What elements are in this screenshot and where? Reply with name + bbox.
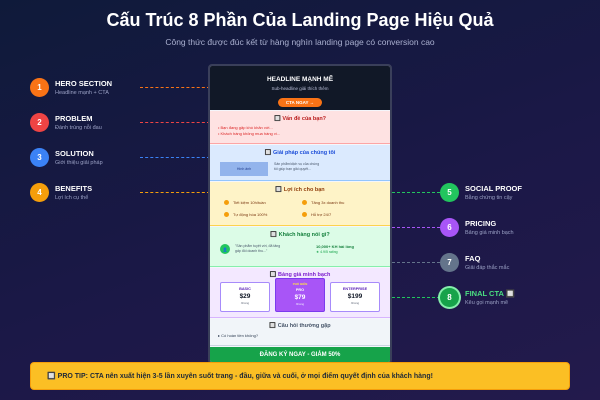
benefits-title: 🔲 Lợi ích cho bạn [275,187,325,193]
step-number-badge: 7 [440,253,459,272]
benefit-dot-icon [224,212,229,217]
mockup-benefits: 🔲 Lợi ích cho bạn Tiết kiệm 10h/tuần Tăn… [210,182,390,226]
customer-count: 10,000+ KH hài lòng [316,244,354,249]
plan-unit: /tháng [240,301,250,305]
step-desc: Giới thiệu giải pháp [55,160,103,166]
benefit-label: Hỗ trợ 24/7 [311,212,332,217]
solution-text-line: tôi giúp bạn giải quyết... [274,166,311,171]
faq-title: 🔲 Câu hỏi thường gặp [269,323,331,329]
step-name: FINAL CTA 🔲 [465,289,516,298]
benefit-item: Tiết kiệm 10h/tuần [224,200,266,205]
step-solution: 3 SOLUTION Giới thiệu giải pháp [30,148,103,167]
avatar: 👤 [220,244,230,254]
mockup-final-cta-button[interactable]: ĐĂNG KÝ NGAY - GIẢM 50% [210,347,390,362]
step-desc: Giải đáp thắc mắc [465,265,510,271]
connector-line [392,192,440,193]
pricing-title: 🔲 Bảng giá minh bạch [269,272,331,278]
mockup-solution: 🔲 Giải pháp của chúng tôi Hình ảnh Sản p… [210,145,390,181]
step-faq: 7 FAQ Giải đáp thắc mắc [440,253,509,272]
step-name: BENEFITS [55,184,93,193]
connector-line [140,192,210,193]
benefit-dot-icon [224,200,229,205]
step-name: FAQ [465,254,481,263]
benefit-item: Hỗ trợ 24/7 [302,212,331,217]
pro-tip-banner: 🔲 PRO TIP: CTA nên xuất hiện 3-5 lần xuy… [30,362,570,390]
testimonial-line: "Sản phẩm tuyệt vời, đã tăng [235,244,281,248]
page-title: Cấu Trúc 8 Phần Của Landing Page Hiệu Qu… [106,10,494,30]
social-title: 🔲 Khách hàng nói gì? [270,232,330,238]
connector-line [140,87,210,88]
connector-line [140,122,210,123]
solution-text: Sản phẩm/dịch vụ của chúng tôi giúp bạn … [274,162,319,172]
step-number-badge: 6 [440,218,459,237]
benefit-label: Tự động hóa 100% [233,212,268,217]
step-benefits: 4 BENEFITS Lợi ích cụ thể [30,183,92,202]
solution-title: 🔲 Giải pháp của chúng tôi [264,150,336,156]
benefit-dot-icon [302,212,307,217]
plan-price: $199 [347,293,363,300]
mockup-hero: HEADLINE MẠNH MẼ Sub-headline giải thích… [210,66,390,110]
rating: ★ 4.9/5 rating [316,250,338,254]
benefit-item: Tăng 3x doanh thu [302,200,344,205]
step-desc: Lợi ích cụ thể [55,195,89,201]
benefit-label: Tiết kiệm 10h/tuần [233,200,266,205]
step-name: PROBLEM [55,114,93,123]
plan-unit: /tháng [295,302,305,306]
step-number-badge: 8 [440,288,459,307]
step-desc: Kêu gọi mạnh mẽ [465,300,509,306]
problem-line: • Bạn đang gặp khó khăn với... [218,125,273,130]
step-desc: Bảng giá minh bạch [465,230,514,236]
landing-page-mockup: HEADLINE MẠNH MẼ Sub-headline giải thích… [208,64,392,364]
mockup-pricing: 🔲 Bảng giá minh bạch BASIC $29 /tháng PH… [210,268,390,318]
mockup-subheadline: Sub-headline giải thích thêm [271,86,329,91]
faq-question[interactable]: ▸ Có hoàn tiền không? [218,333,259,338]
plan-name: ENTERPRISE [342,287,368,291]
step-number-badge: 1 [30,78,49,97]
step-name: SOCIAL PROOF [465,184,522,193]
mockup-headline: HEADLINE MẠNH MẼ [266,76,334,83]
problem-title: 🔲 Vấn đề của bạn? [273,116,327,122]
step-desc: Headline mạnh + CTA [55,90,109,96]
step-desc: Bằng chứng tin cậy [465,195,513,201]
step-name: PRICING [465,219,497,228]
step-desc: Đánh trúng nỗi đau [55,125,102,131]
step-number-badge: 3 [30,148,49,167]
plan-unit: /tháng [350,301,360,305]
connector-line [392,297,440,298]
mockup-social-proof: 🔲 Khách hàng nói gì? 👤 "Sản phẩm tuyệt v… [210,227,390,267]
step-number-badge: 5 [440,183,459,202]
solution-image-placeholder: Hình ảnh [220,162,268,176]
benefit-item: Tự động hóa 100% [224,212,267,217]
step-pricing: 6 PRICING Bảng giá minh bạch [440,218,514,237]
benefit-label: Tăng 3x doanh thu [311,200,345,205]
connector-line [140,157,210,158]
mockup-faq: 🔲 Câu hỏi thường gặp ▸ Có hoàn tiền khôn… [210,319,390,346]
step-final-cta: 8 FINAL CTA 🔲 Kêu gọi mạnh mẽ [440,288,515,307]
mockup-cta-button[interactable]: CTA NGAY → [277,98,323,107]
step-name: SOLUTION [55,149,94,158]
problem-line: • Khách hàng không mua hàng vì... [218,131,281,136]
solution-text-line: Sản phẩm/dịch vụ của chúng [274,162,320,166]
connector-line [392,262,440,263]
step-name: HERO SECTION [55,79,113,88]
plan-price: $79 [294,294,306,301]
pricing-plan-basic[interactable]: BASIC $29 /tháng [220,282,270,312]
popular-tag: PHỔ BIẾN [292,282,308,286]
benefit-dot-icon [302,200,307,205]
pricing-plan-pro[interactable]: PHỔ BIẾN PRO $79 /tháng [275,278,325,312]
step-number-badge: 4 [30,183,49,202]
mockup-problem: 🔲 Vấn đề của bạn? • Bạn đang gặp khó khă… [210,111,390,144]
plan-price: $29 [239,293,251,300]
testimonial-line: gấp đôi doanh thu..." [235,248,268,253]
step-problem: 2 PROBLEM Đánh trúng nỗi đau [30,113,102,132]
step-hero: 1 HERO SECTION Headline mạnh + CTA [30,78,112,97]
plan-name: BASIC [239,287,251,291]
plan-name: PRO [295,288,305,292]
pricing-plan-enterprise[interactable]: ENTERPRISE $199 /tháng [330,282,380,312]
connector-line [392,227,440,228]
step-social-proof: 5 SOCIAL PROOF Bằng chứng tin cậy [440,183,522,202]
page-subtitle: Công thức được đúc kết từ hàng nghìn lan… [165,37,435,47]
step-number-badge: 2 [30,113,49,132]
testimonial-quote: "Sản phẩm tuyệt vời, đã tăng gấp đôi doa… [235,244,297,254]
